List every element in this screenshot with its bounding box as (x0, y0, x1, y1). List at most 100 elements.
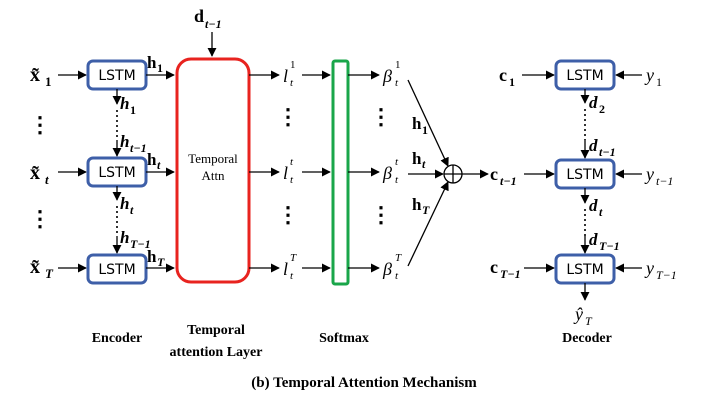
svg-text:2: 2 (599, 102, 605, 116)
svg-text:h: h (412, 149, 422, 168)
svg-text:y: y (644, 258, 654, 278)
svg-text:t: t (395, 270, 399, 282)
attention-label-line2: attention Layer (170, 345, 263, 360)
svg-text:t−1: t−1 (656, 174, 673, 188)
svg-text:1: 1 (157, 61, 163, 75)
svg-text:t: t (130, 203, 134, 217)
svg-text:T−1: T−1 (599, 239, 620, 253)
arrow-b1-sum (407, 79, 449, 167)
svg-text:l: l (283, 66, 288, 86)
svg-text:d: d (194, 6, 204, 26)
svg-text:h: h (120, 94, 129, 113)
decoder-label: Decoder (562, 331, 612, 346)
beta-t: β t t (382, 156, 399, 186)
svg-text:ŷ: ŷ (573, 304, 583, 324)
svg-text:t−1: t−1 (599, 145, 616, 159)
decoder-lstm-T-label: LSTM (566, 262, 603, 278)
svg-text:h: h (120, 228, 129, 247)
svg-text:T−1: T−1 (656, 268, 677, 282)
context-label: c t−1 (490, 164, 517, 188)
svg-text:t: t (157, 158, 161, 172)
encoder-label: Encoder (92, 331, 143, 346)
svg-text:T: T (422, 203, 430, 217)
figure-caption: (b) Temporal Attention Mechanism (251, 375, 477, 391)
svg-text:t: t (422, 157, 426, 171)
svg-text:x̃: x̃ (30, 162, 40, 184)
svg-text:T−1: T−1 (500, 267, 521, 281)
dec-y-1: y 1 (644, 65, 662, 89)
svg-text:x̃: x̃ (30, 256, 40, 278)
svg-text:d: d (589, 230, 598, 249)
d-prev-label: d t−1 (194, 6, 222, 31)
svg-text:T−1: T−1 (130, 237, 151, 251)
decoder-lstm-t-label: LSTM (566, 167, 603, 183)
svg-text:c: c (490, 257, 498, 277)
svg-text:1: 1 (45, 74, 52, 89)
svg-text:x̃: x̃ (30, 64, 40, 86)
svg-text:t: t (395, 174, 399, 186)
encoder-lstm-T (86, 253, 148, 285)
softmax-label: Softmax (319, 331, 369, 346)
svg-text:t: t (290, 174, 294, 186)
svg-text:h: h (412, 195, 422, 214)
attention-label-line1: Temporal (187, 323, 245, 338)
beta-vdots-2: ⋮ (370, 202, 392, 227)
temporal-attn-block (175, 57, 251, 284)
svg-text:β: β (382, 163, 392, 183)
dec-d-t-1: d t−1 (589, 136, 616, 159)
svg-text:t: t (599, 205, 603, 219)
encoder-input-t: x̃ t (30, 162, 49, 187)
enc-hright-1: h 1 (147, 53, 163, 75)
svg-text:1: 1 (509, 75, 515, 89)
svg-text:t−1: t−1 (205, 17, 222, 31)
encoder-input-1: x̃ 1 (30, 64, 52, 89)
l-term-t: l t t (283, 156, 294, 186)
svg-text:T: T (45, 266, 54, 281)
enc-hdown-3: h t (120, 194, 134, 217)
svg-text:T: T (585, 314, 593, 328)
encoder-vdots-2: ⋮ (29, 206, 51, 231)
enc-hright-t: h t (147, 150, 161, 172)
dec-c-1: c 1 (499, 65, 515, 89)
svg-text:t−1: t−1 (500, 174, 517, 188)
encoder-lstm-1-label: LSTM (98, 68, 135, 84)
svg-text:h: h (147, 247, 157, 266)
arrow-bT-sum (407, 181, 449, 267)
l-vdots-2: ⋮ (277, 202, 299, 227)
svg-text:t−1: t−1 (130, 141, 147, 155)
softmax-block (331, 59, 350, 286)
svg-text:h: h (147, 150, 157, 169)
beta-vdots-1: ⋮ (370, 104, 392, 129)
svg-text:y: y (644, 164, 654, 184)
dec-y-T: y T−1 (644, 258, 677, 282)
svg-text:β: β (382, 66, 392, 86)
svg-text:d: d (589, 196, 598, 215)
svg-text:y: y (644, 65, 654, 85)
encoder-input-T: x̃ T (30, 256, 54, 281)
svg-text:β: β (382, 259, 392, 279)
svg-text:h: h (120, 194, 129, 213)
l-term-T: l T t (283, 252, 297, 282)
svg-text:1: 1 (422, 123, 428, 137)
dec-y-t: y t−1 (644, 164, 673, 188)
l-vdots-1: ⋮ (277, 104, 299, 129)
dec-d-t: d t (589, 196, 603, 219)
svg-text:1: 1 (290, 59, 296, 71)
svg-text:t: t (290, 77, 294, 89)
svg-text:l: l (283, 163, 288, 183)
enc-hright-T: h T (147, 247, 165, 269)
svg-text:T: T (290, 252, 297, 264)
beta-T: β T t (382, 252, 402, 282)
encoder-vdots-1: ⋮ (29, 112, 51, 137)
svg-text:1: 1 (130, 103, 136, 117)
enc-hdown-1: h 1 (120, 94, 136, 117)
sum-h-1: h 1 (412, 114, 428, 137)
svg-text:c: c (490, 164, 498, 184)
dec-c-T: c T−1 (490, 257, 521, 281)
svg-text:l: l (283, 259, 288, 279)
temporal-attn-title-2: Attn (201, 168, 225, 183)
svg-text:d: d (589, 93, 598, 112)
svg-text:t: t (395, 77, 399, 89)
svg-text:c: c (499, 65, 507, 85)
